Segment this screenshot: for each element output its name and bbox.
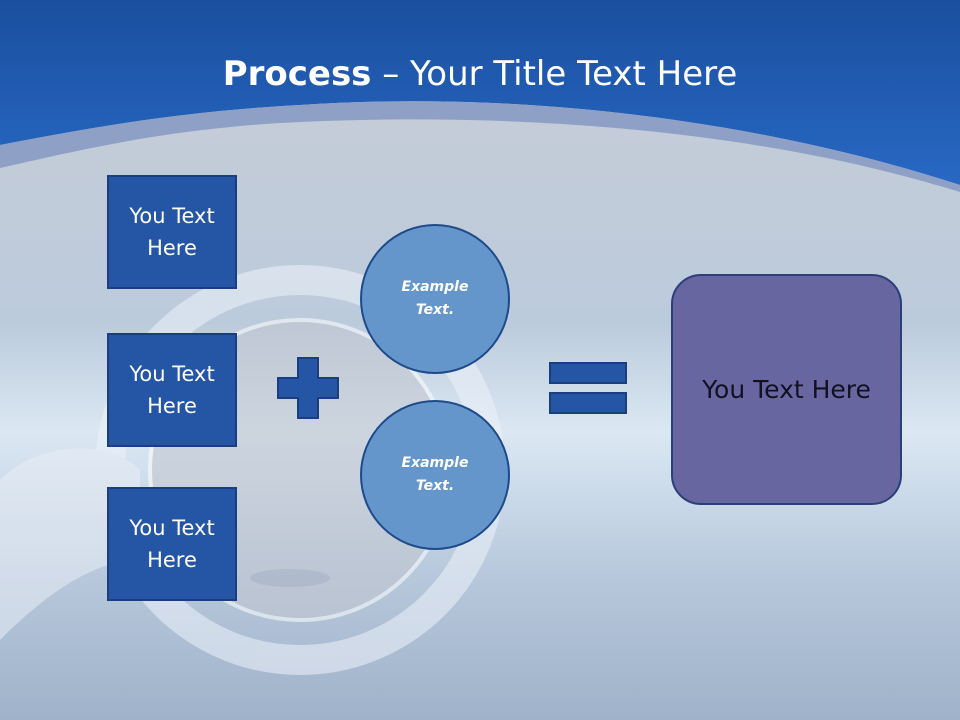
example-circle-2[interactable]: Example Text. [360,400,510,550]
example-circle-2-label: Example Text. [401,455,469,494]
result-box[interactable]: You Text Here [671,274,902,505]
equals-icon [549,362,627,414]
example-circle-1-label: Example Text. [401,279,469,318]
text-box-3-label: You Text Here [129,516,215,572]
title-rest: – Your Title Text Here [371,54,738,94]
text-box-1-label: You Text Here [129,204,215,260]
text-box-3[interactable]: You Text Here [107,487,237,601]
title-bold: Process [222,54,372,94]
result-box-label: You Text Here [702,375,871,404]
slide-title: Process – Your Title Text Here [0,52,960,96]
text-box-2-label: You Text Here [129,362,215,418]
example-circle-1[interactable]: Example Text. [360,224,510,374]
text-box-1[interactable]: You Text Here [107,175,237,289]
plus-icon [277,357,339,419]
text-box-2[interactable]: You Text Here [107,333,237,447]
